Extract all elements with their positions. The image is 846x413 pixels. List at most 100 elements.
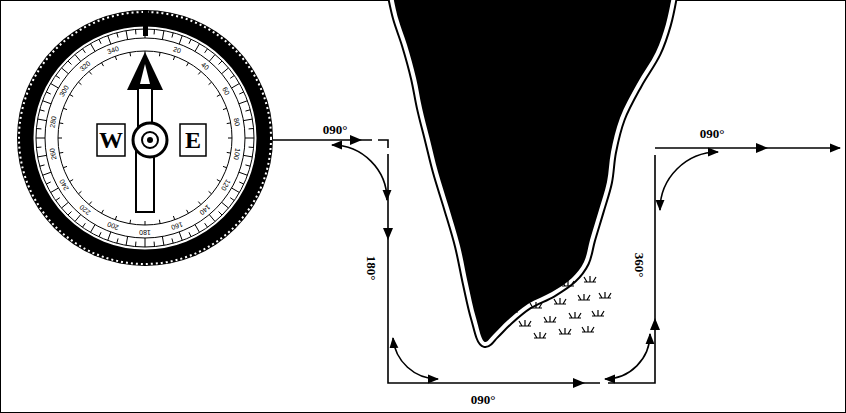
dial-tick — [228, 138, 232, 139]
dial-tick — [219, 212, 223, 216]
dial-tick — [43, 172, 51, 175]
route-arrows — [350, 135, 768, 388]
dial-tick — [232, 84, 240, 89]
dial-tick — [40, 110, 45, 111]
bearing-label: 090° — [471, 393, 496, 406]
detour-route — [273, 140, 840, 383]
west-plate — [97, 124, 125, 156]
marsh-tuft — [569, 312, 581, 318]
dial-tick — [46, 182, 51, 184]
dial-tick — [46, 92, 51, 94]
dial-tick — [58, 138, 62, 139]
dial-tick — [99, 39, 101, 44]
dial-tick — [91, 44, 96, 52]
compass-dial — [32, 25, 258, 251]
dial-tick — [126, 236, 128, 245]
dial-tick — [179, 36, 182, 44]
dial-tick — [245, 110, 250, 111]
dial-tick — [239, 92, 244, 94]
direction-letter: W — [99, 128, 123, 152]
dial-tick — [239, 101, 247, 104]
dial-ring — [58, 51, 232, 225]
pivot — [142, 132, 158, 148]
dial-tick — [227, 152, 231, 154]
dial-tick — [75, 215, 81, 222]
pivot-hub — [133, 123, 167, 157]
dial-tick — [135, 242, 136, 247]
dial-ring — [45, 38, 245, 238]
dial-tick — [115, 216, 116, 220]
arrowhead — [350, 135, 362, 145]
dial-tick — [187, 63, 189, 66]
dial-tick — [195, 44, 200, 52]
lake — [393, 0, 672, 342]
marsh-tuft — [554, 298, 566, 304]
dial-tick — [68, 212, 72, 216]
compass — [17, 10, 273, 266]
dial-tick — [36, 128, 41, 129]
bearing-label: 090° — [323, 123, 348, 136]
dial-tick — [239, 182, 244, 184]
dial-tick — [59, 122, 63, 124]
dial-ticks — [36, 29, 254, 247]
arrowhead — [573, 378, 585, 388]
dial-tick — [187, 210, 189, 213]
dial-tick — [135, 29, 136, 34]
dial-tick — [223, 108, 227, 109]
dial-tick — [38, 155, 47, 157]
dial-tick — [75, 55, 81, 62]
dial-tick — [36, 138, 45, 139]
lake-water — [393, 0, 672, 342]
dial-tick — [91, 225, 96, 233]
dial-tick — [51, 84, 59, 89]
bearing-label: 180° — [365, 256, 378, 281]
dial-tick — [172, 33, 173, 38]
dial-tick — [217, 95, 220, 97]
dial-tick — [219, 61, 223, 65]
marsh-tuft — [530, 302, 542, 308]
dial-tick — [108, 232, 111, 240]
dial-tick — [159, 220, 161, 224]
marsh-tuft — [539, 284, 551, 290]
marsh — [506, 276, 611, 338]
dial-tick — [172, 238, 173, 243]
dial-tick — [154, 242, 155, 247]
dial-tick — [102, 210, 104, 213]
dial-tick — [56, 198, 60, 201]
dial-tick — [230, 198, 234, 201]
route-line — [655, 147, 840, 149]
dial-tick — [126, 31, 128, 40]
dial-tick — [217, 180, 220, 182]
marsh-tuft — [584, 276, 596, 282]
dial-tick — [209, 215, 215, 222]
dial-tick — [222, 202, 229, 208]
dial-number: 180 — [139, 228, 151, 235]
dial-tick — [129, 52, 131, 56]
dial-ring — [36, 29, 254, 247]
dial-tick — [159, 52, 161, 56]
dial-tick — [162, 236, 164, 245]
dial-tick — [205, 49, 208, 53]
dial-tick — [62, 68, 69, 74]
dial-tick — [205, 223, 208, 227]
dial-tick — [232, 188, 240, 193]
dial-tick — [56, 75, 60, 78]
shore-gap — [393, 0, 672, 342]
dial-tick — [82, 223, 85, 227]
marsh-tuft — [516, 290, 528, 296]
dial-tick — [38, 119, 47, 121]
turn-arc — [605, 334, 650, 379]
bearing-label: 090° — [700, 127, 725, 140]
marsh-tuft — [599, 292, 611, 298]
dial-tick — [145, 238, 146, 247]
marsh-tuft — [506, 306, 518, 312]
dial-tick — [249, 128, 254, 129]
dial-tick — [117, 238, 118, 243]
dial-tick — [179, 232, 182, 240]
dial-tick — [62, 202, 69, 208]
dial-tick — [82, 49, 85, 53]
dial-tick — [59, 152, 63, 154]
dial-tick — [70, 95, 73, 97]
dial-tick — [102, 63, 104, 66]
